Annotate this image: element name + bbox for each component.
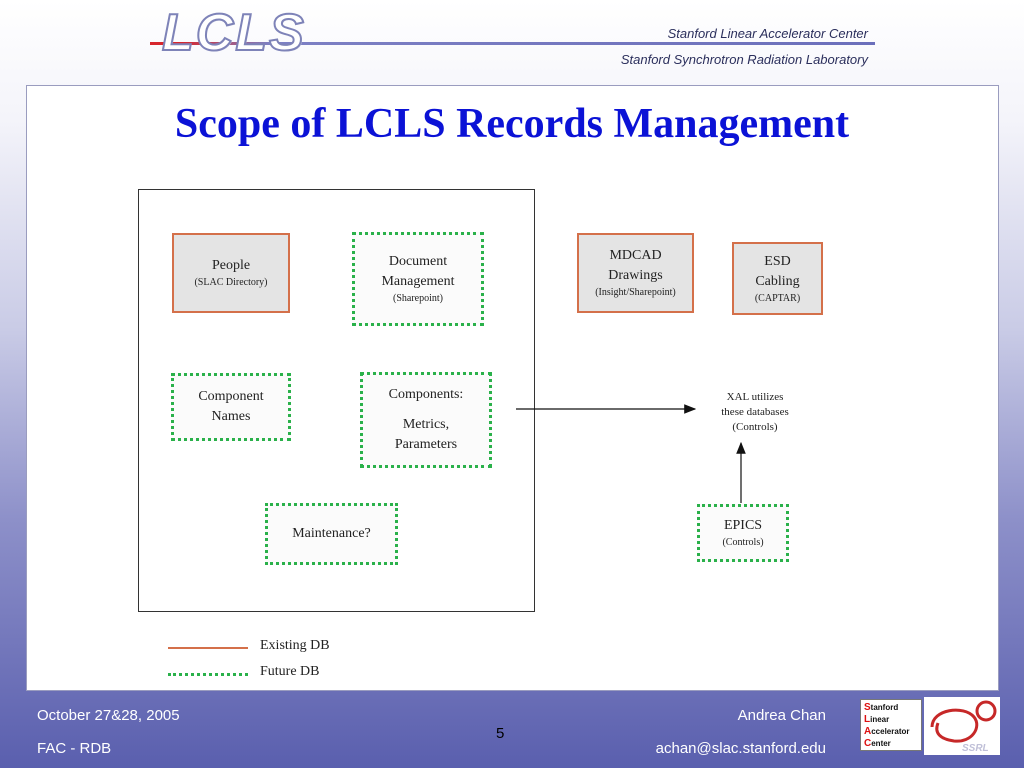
legend-future-label: Future DB — [260, 664, 320, 679]
footer-author: Andrea Chan — [737, 707, 826, 724]
xal-note: XAL utilizes these databases (Controls) — [695, 390, 815, 435]
esd-cabling-box: ESD Cabling (CAPTAR) — [732, 242, 823, 315]
people-db-box: People (SLAC Directory) — [172, 233, 290, 313]
xal-label-2: these databases — [721, 406, 789, 418]
slac-logo-line-2: Linear — [864, 714, 890, 725]
components-label-3: Parameters — [394, 437, 458, 452]
legend-existing-swatch — [168, 647, 248, 649]
legend-future-swatch — [168, 673, 248, 676]
epics-box: EPICS (Controls) — [697, 504, 789, 562]
page-number: 5 — [496, 725, 505, 742]
document-label-1: Document — [388, 254, 448, 269]
legend-existing-label: Existing DB — [260, 638, 330, 653]
slide-title: Scope of LCLS Records Management — [174, 101, 850, 147]
ssrl-logo-text: SSRL — [962, 743, 989, 754]
esd-sub: (CAPTAR) — [754, 292, 801, 304]
document-management-box: Document Management (Sharepoint) — [352, 232, 484, 326]
slac-logo-word-4: enter — [871, 739, 891, 748]
component-names-label-1: Component — [198, 389, 264, 404]
document-label-2: Management — [381, 274, 455, 289]
footer-date: October 27&28, 2005 — [37, 707, 180, 724]
components-label-1: Components: — [388, 387, 464, 402]
maintenance-label: Maintenance? — [292, 526, 371, 541]
xal-label-3: (Controls) — [732, 421, 778, 433]
epics-sub: (Controls) — [722, 537, 764, 548]
slac-logo-line-3: Accelerator — [864, 726, 910, 737]
slac-logo-word-1: tanford — [870, 703, 899, 712]
epics-label: EPICS — [723, 518, 763, 533]
maintenance-box: Maintenance? — [265, 503, 398, 565]
people-label: People — [211, 258, 251, 273]
mdcad-sub: (Insight/Sharepoint) — [595, 287, 676, 298]
slac-logo-word-3: ccelerator — [871, 727, 910, 736]
slac-logo-word-2: inear — [870, 715, 890, 724]
header-rule — [150, 42, 875, 45]
component-names-label-2: Names — [211, 409, 251, 424]
ssrl-ring-icon — [930, 708, 979, 743]
components-label-2: Metrics, — [402, 417, 450, 432]
slac-logo: Stanford Linear Accelerator Center — [860, 699, 922, 751]
org-name-slac: Stanford Linear Accelerator Center — [667, 26, 868, 41]
component-names-box: Component Names — [171, 373, 291, 441]
components-metrics-box: Components: Metrics, Parameters — [360, 372, 492, 468]
org-name-ssrl: Stanford Synchrotron Radiation Laborator… — [620, 52, 868, 67]
ssrl-dot-icon — [975, 700, 997, 722]
mdcad-drawings-box: MDCAD Drawings (Insight/Sharepoint) — [577, 233, 694, 313]
people-sub: (SLAC Directory) — [194, 277, 268, 288]
footer-email: achan@slac.stanford.edu — [655, 740, 826, 757]
mdcad-label-1: MDCAD — [609, 248, 662, 263]
slac-logo-line-1: Stanford — [864, 702, 899, 713]
footer-meeting: FAC - RDB — [37, 740, 112, 757]
ssrl-logo: SSRL — [924, 697, 1000, 755]
lcls-logo: LCLS — [161, 3, 306, 63]
xal-label-1: XAL utilizes — [726, 391, 784, 403]
esd-label-2: Cabling — [755, 273, 800, 289]
esd-label-1: ESD — [764, 253, 791, 269]
records-scope-container — [138, 189, 535, 612]
slac-logo-line-4: Center — [864, 738, 891, 749]
document-sub: (Sharepoint) — [393, 293, 443, 304]
mdcad-label-2: Drawings — [608, 268, 663, 283]
